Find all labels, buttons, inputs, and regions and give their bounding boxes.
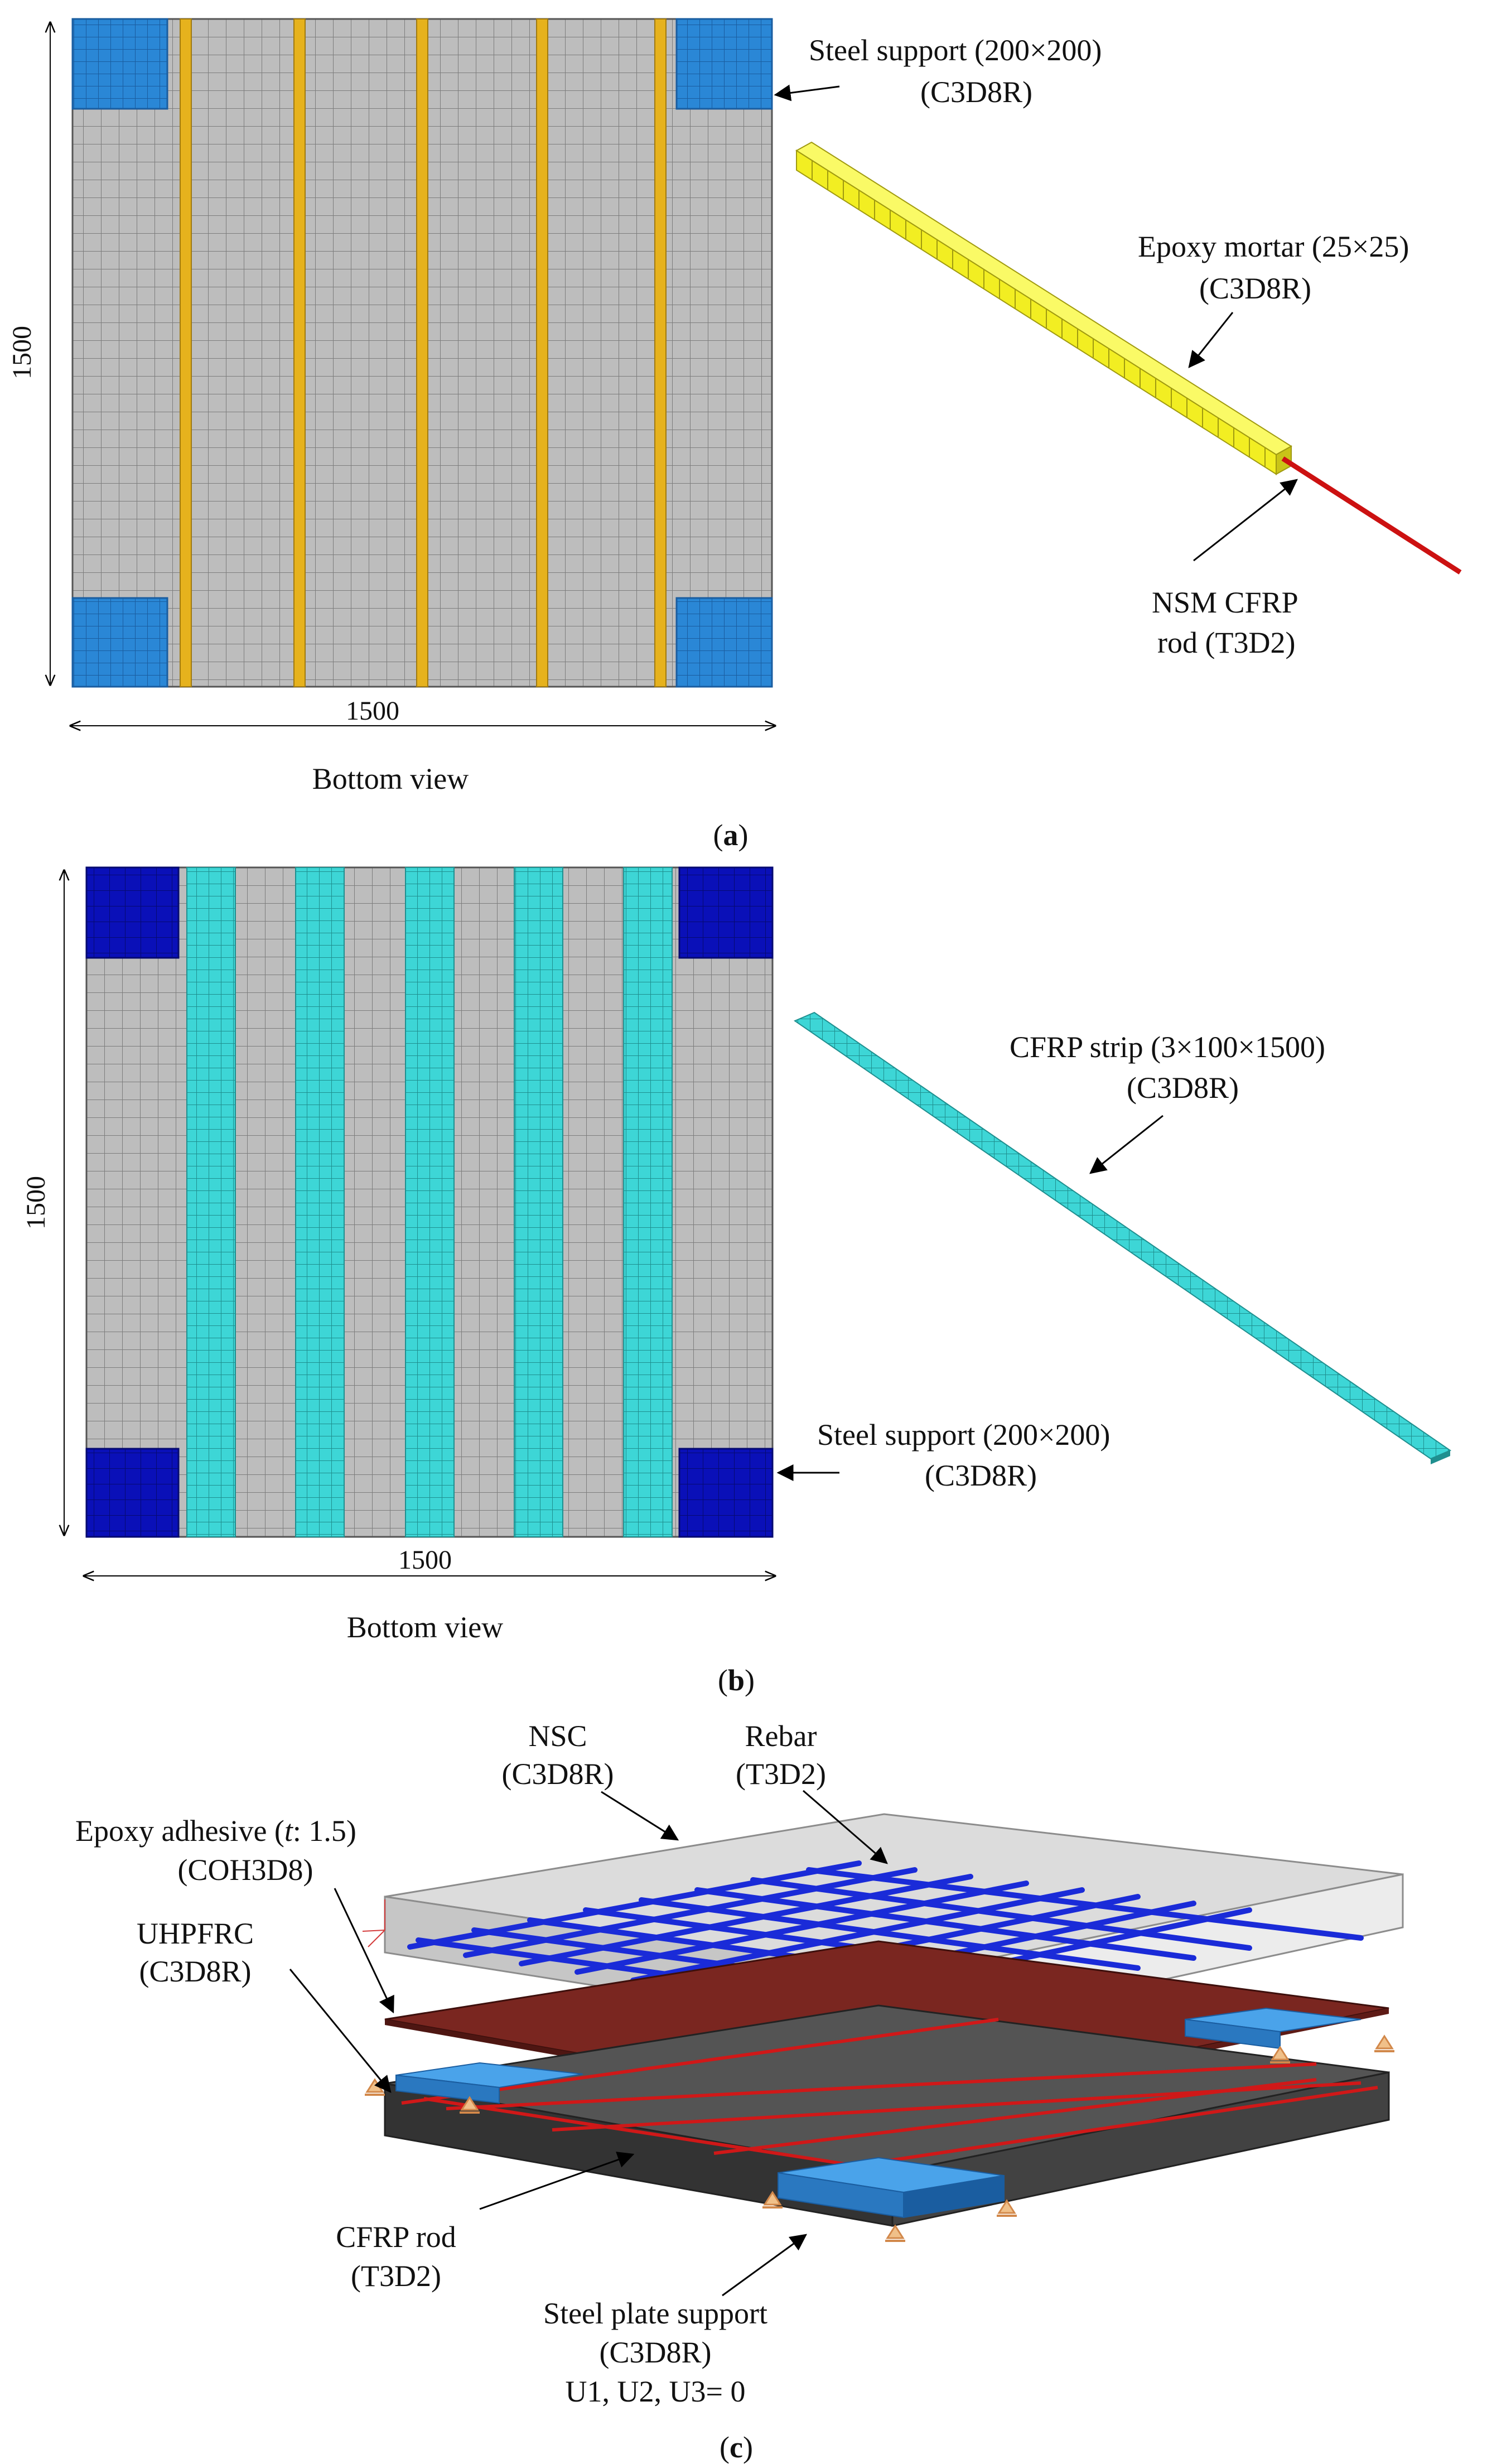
cfrp-rod-label-line2: (T3D2) — [351, 2259, 441, 2293]
epoxy-mortar-arrow — [1188, 312, 1234, 368]
steel-supports — [71, 18, 773, 688]
steel-plate-label-line1: Steel plate support — [543, 2297, 767, 2330]
steel-support-arrow-a — [774, 84, 840, 102]
epoxy-adhesive-label-line2: (COH3D8) — [178, 1853, 313, 1887]
caption-a: (a) — [713, 818, 749, 852]
panel-a: 1500 1500 Bottom view — [7, 18, 1462, 852]
cfrp-strip-arrow — [1089, 1115, 1163, 1174]
epoxy-mortar-block — [795, 141, 1292, 475]
panel-c: NSC (C3D8R) Rebar (T3D2) Epoxy adhesive … — [75, 1719, 1404, 2464]
caption-b: (b) — [718, 1663, 755, 1697]
panel-b: 1500 1500 Bottom view CFRP strip (3×100×… — [21, 866, 1452, 1697]
steel-support-label-a-line1: Steel support (200×200) — [809, 33, 1102, 67]
view-label: Bottom view — [312, 762, 469, 795]
cfrp-strip-exploded — [793, 1011, 1452, 1464]
steel-support-label-b-line1: Steel support (200×200) — [817, 1418, 1110, 1452]
dimension-label-horizontal: 1500 — [398, 1545, 452, 1575]
cfrp-rod-arrow — [479, 2152, 635, 2210]
nsc-label-line1: NSC — [528, 1719, 587, 1753]
nsc-label-line2: (C3D8R) — [502, 1757, 614, 1791]
steel-support-label-a-line2: (C3D8R) — [920, 75, 1032, 109]
uhpfrc-arrow — [289, 1969, 392, 2093]
rebar-mesh — [407, 1860, 1364, 2011]
nsc-arrow — [601, 1791, 679, 1841]
nsm-rod-label-line1: NSM CFRP — [1152, 586, 1298, 619]
dimension-label-vertical: 1500 — [21, 1176, 51, 1229]
view-label: Bottom view — [347, 1610, 504, 1644]
uhpfrc-slab — [384, 2004, 1390, 2227]
epoxy-adhesive-label-line1: Epoxy adhesive (t: 1.5) — [75, 1814, 356, 1848]
steel-plate-supports — [395, 2007, 1362, 2219]
dimension-label-horizontal: 1500 — [346, 696, 399, 726]
caption-c: (c) — [720, 2431, 753, 2464]
dimension-label-vertical: 1500 — [7, 326, 37, 379]
coordinate-triad — [362, 1899, 385, 1947]
nsm-rod-label-line2: rod (T3D2) — [1157, 626, 1295, 659]
nsm-rod-arrow — [1193, 479, 1298, 562]
epoxy-adhesive-arrow — [334, 1888, 394, 2014]
rebar-label-line1: Rebar — [745, 1719, 817, 1753]
epoxy-mortar-label-line2: (C3D8R) — [1199, 272, 1311, 305]
uhpfrc-label-line1: UHPFRC — [137, 1917, 254, 1950]
steel-support-label-b-line2: (C3D8R) — [925, 1459, 1037, 1492]
cfrp-strip-label-line1: CFRP strip (3×100×1500) — [1010, 1030, 1325, 1064]
uhpfrc-label-line2: (C3D8R) — [139, 1955, 252, 1988]
rebar-arrow — [803, 1790, 888, 1864]
cfrp-rods — [401, 2018, 1378, 2177]
epoxy-mortar-label-line1: Epoxy mortar (25×25) — [1138, 230, 1409, 263]
steel-plate-label-line3: U1, U2, U3= 0 — [566, 2375, 746, 2408]
nsm-cfrp-rod — [1281, 456, 1462, 575]
nsm-rod-line — [180, 18, 192, 687]
cfrp-strip-label-line2: (C3D8R) — [1127, 1071, 1239, 1105]
nsm-rod-line — [654, 18, 667, 687]
nsm-rod-lines — [180, 18, 667, 687]
steel-plate-arrow — [722, 2234, 808, 2297]
steel-supports — [85, 866, 774, 1538]
nsm-rod-line — [416, 18, 428, 687]
nsm-rod-line — [293, 18, 306, 687]
cfrp-strips — [186, 867, 673, 1537]
cfrp-rod-label-line1: CFRP rod — [336, 2220, 456, 2254]
rebar-label-line2: (T3D2) — [736, 1757, 826, 1791]
steel-plate-label-line2: (C3D8R) — [600, 2336, 712, 2369]
nsm-rod-line — [536, 18, 548, 687]
